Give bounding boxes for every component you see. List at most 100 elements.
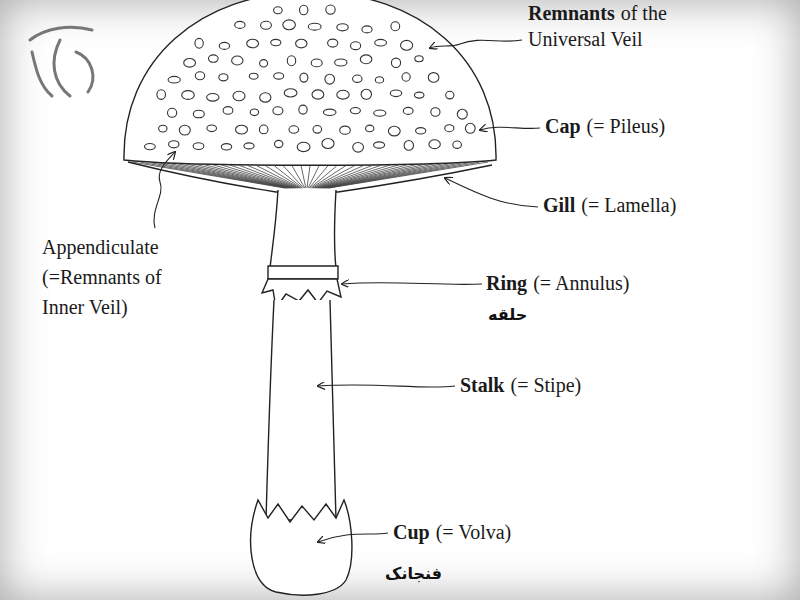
veil-spot	[274, 7, 283, 14]
leader-line	[430, 40, 522, 48]
leader-line	[318, 385, 455, 387]
gill-line	[322, 164, 434, 188]
veil-spot	[159, 125, 167, 132]
veil-spot	[244, 143, 254, 149]
veil-spot	[297, 142, 310, 151]
leader-line	[445, 178, 538, 207]
veil-spot	[337, 24, 348, 31]
veil-spot	[391, 58, 400, 67]
veil-spot	[431, 108, 440, 117]
veil-spot	[313, 126, 322, 134]
veil-spot	[335, 59, 347, 66]
gill-outline	[128, 162, 492, 192]
veil-spot	[249, 73, 258, 79]
veil-spot	[259, 125, 268, 134]
veil-spot	[465, 123, 475, 133]
veil-spot	[261, 21, 272, 29]
veil-spot	[209, 55, 219, 62]
veil-spot	[157, 90, 166, 100]
part-label: Ring	[486, 270, 527, 296]
gill-line	[248, 165, 300, 188]
gill-line	[308, 166, 319, 188]
part-label: (= Annulus)	[533, 270, 629, 296]
veil-spot	[195, 38, 203, 48]
veil-spot	[375, 39, 387, 46]
veil-spot	[308, 23, 321, 30]
veil-spot	[374, 142, 385, 148]
veil-spot	[271, 39, 281, 45]
veil-spot	[353, 75, 362, 82]
veil-spot	[403, 107, 413, 114]
veil-spot	[340, 126, 351, 134]
veil-spot	[283, 20, 296, 30]
leader-line	[480, 127, 540, 130]
veil-spot	[233, 91, 245, 101]
part-label: Remnants	[528, 0, 615, 26]
veil-spot	[274, 73, 284, 79]
veil-spot	[429, 140, 440, 149]
part-label: Appendiculate (=Remnants of Inner Veil)	[42, 232, 192, 322]
logo	[30, 27, 93, 96]
part-label: Gill	[543, 192, 575, 218]
part-label: Cap	[545, 113, 581, 139]
veil-spot	[296, 39, 307, 48]
gill-line	[221, 165, 296, 188]
veil-spot	[193, 143, 204, 150]
veil-spot	[414, 92, 424, 98]
leader-line	[342, 283, 482, 285]
gill-line	[194, 164, 292, 188]
veil-spot	[362, 26, 372, 33]
gill-line	[321, 164, 425, 188]
stalk-lower	[266, 300, 336, 520]
veil-spot	[145, 144, 156, 150]
veil-spot	[182, 91, 195, 100]
veil-spot	[195, 72, 204, 80]
veil-spot	[275, 140, 283, 147]
stalk-upper	[270, 190, 336, 268]
veil-spot	[179, 125, 190, 135]
veil-spot	[168, 108, 177, 117]
veil-spot	[322, 139, 334, 149]
veil-spot	[388, 126, 400, 136]
veil-spot	[273, 107, 283, 115]
veil-spot	[416, 128, 426, 134]
gill-line	[177, 164, 291, 189]
veil-spot	[221, 144, 231, 150]
veil-spot	[446, 91, 454, 99]
veil-spot	[300, 5, 308, 15]
gill-line	[292, 166, 305, 188]
part-label: of the Universal Veil	[528, 0, 718, 52]
veil-spot	[375, 77, 383, 83]
veil-spot	[299, 105, 307, 114]
veil-spot	[428, 73, 439, 83]
volva-cup	[251, 500, 352, 595]
gill-line	[203, 164, 294, 188]
part-label: Stalk	[460, 372, 504, 398]
veil-spot	[260, 60, 268, 67]
persian-label: فنجانک	[385, 561, 442, 587]
veil-spot	[391, 22, 400, 31]
veil-spot	[415, 56, 423, 62]
veil-spot	[457, 109, 467, 119]
veil-spot	[366, 125, 374, 132]
veil-spot	[287, 56, 295, 66]
gill-line	[239, 165, 298, 188]
veil-spot	[445, 125, 454, 132]
veil-spot	[235, 21, 245, 28]
gill-line	[329, 162, 488, 188]
gill-line	[185, 164, 291, 188]
veil-spot	[337, 90, 349, 99]
veil-spot	[236, 125, 248, 134]
veil-spot	[184, 59, 196, 68]
veil-spot	[260, 93, 271, 102]
veil-spot	[453, 141, 462, 148]
veil-spot	[207, 125, 217, 132]
veil-spot	[168, 76, 180, 83]
ring	[268, 266, 338, 279]
veil-spot	[219, 74, 228, 81]
gill-line	[266, 166, 302, 188]
veil-spot	[219, 42, 229, 49]
cap-outline	[124, 0, 496, 165]
gill-line	[159, 163, 289, 188]
part-label: (= Lamella)	[581, 192, 676, 218]
